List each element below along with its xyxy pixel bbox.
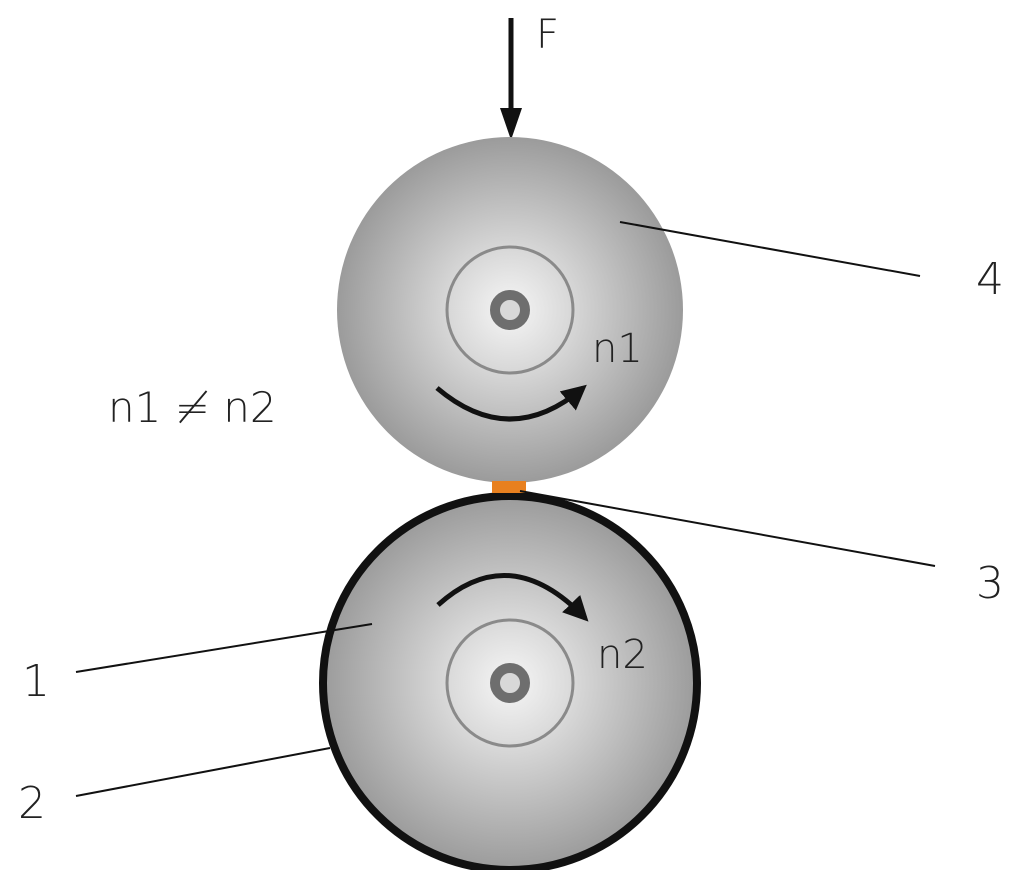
- lower-roller-coating: [319, 492, 701, 870]
- callout-4: 4: [976, 254, 1004, 305]
- callout-2: 2: [18, 778, 46, 829]
- leader-line-2: [75, 747, 331, 797]
- leader-line-4: [619, 221, 921, 277]
- lower-speed-label: n2: [597, 632, 648, 678]
- leader-line-3: [519, 490, 936, 567]
- upper-rotation-arrow: [435, 384, 587, 422]
- speed-relation: n1 ≠ n2: [108, 383, 277, 432]
- lower-roller: [319, 492, 701, 870]
- callout-3: 3: [976, 558, 1004, 609]
- upper-speed-label: n1: [592, 326, 643, 372]
- callout-1: 1: [22, 656, 50, 707]
- upper-roller-hub: [490, 290, 530, 330]
- force-arrow: [500, 18, 522, 140]
- upper-roller-inner-ring: [445, 245, 575, 375]
- force-label: F: [536, 12, 559, 58]
- lower-rotation-arrow: [436, 573, 589, 622]
- upper-roller: [337, 137, 683, 483]
- contact-patch: [492, 481, 526, 493]
- lower-roller-hub: [490, 663, 530, 703]
- leader-line-1: [75, 623, 373, 673]
- lower-roller-inner-ring: [445, 618, 575, 748]
